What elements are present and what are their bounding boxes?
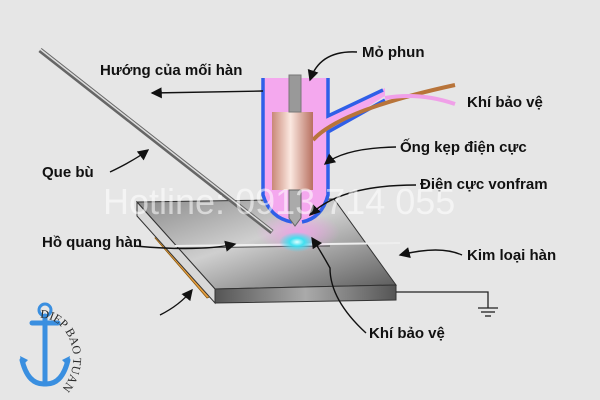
- hotline-watermark: Hotline: 0913 714 055: [103, 181, 455, 222]
- label-shield-gas-top: Khí bảo vệ: [467, 94, 543, 111]
- label-arc: Hồ quang hàn: [42, 234, 142, 251]
- label-collet: Ống kẹp điện cực: [400, 138, 527, 156]
- power-cable: [311, 83, 456, 142]
- label-tungsten-electrode: Điện cực vonfram: [420, 176, 548, 193]
- electrode-top: [288, 74, 302, 113]
- label-base-metal: Kim loại hàn: [467, 247, 556, 264]
- anchor-logo: DIEP BAO TUAN: [19, 302, 84, 395]
- arc-glow: [279, 232, 315, 252]
- leader-lines: [109, 51, 463, 334]
- ground-icon: [396, 291, 498, 317]
- label-weld-direction: Hướng của mối hàn: [100, 62, 242, 79]
- torch-nozzle: [261, 74, 456, 227]
- label-filler-rod: Que bù: [42, 164, 94, 181]
- electrode-collet: [272, 112, 313, 190]
- tungsten-electrode: [288, 189, 302, 227]
- gas-hose: [384, 94, 456, 106]
- label-nozzle: Mỏ phun: [362, 44, 424, 61]
- filler-rod: [38, 48, 274, 234]
- label-shield-gas-bottom: Khí bảo vệ: [369, 325, 445, 342]
